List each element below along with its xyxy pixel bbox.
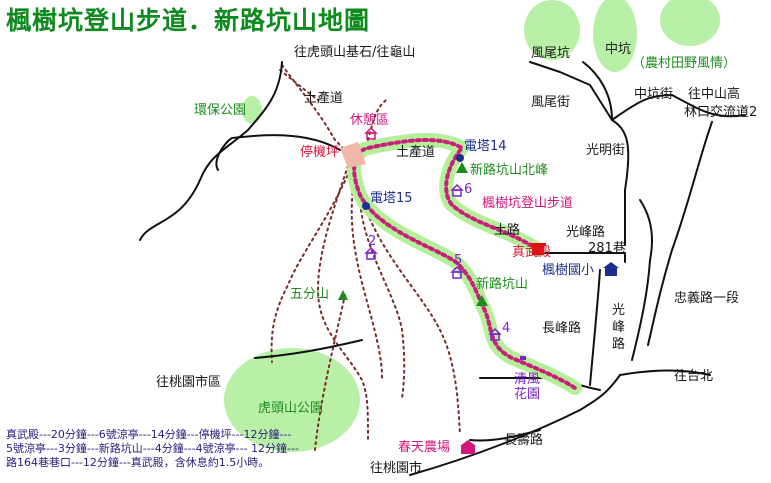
rest-area-icon bbox=[364, 126, 378, 140]
green-area-hutoushan-park bbox=[224, 348, 360, 452]
label-tower14: 電塔14 bbox=[464, 139, 507, 154]
map-title: 楓樹坑登山步道．新路坑山地圖 bbox=[6, 6, 371, 35]
route-time-line: 真武殿---20分鐘---6號涼亭---14分鐘---停機坪---12分鐘--- bbox=[6, 428, 292, 441]
green-areas bbox=[224, 0, 720, 452]
tower14-marker bbox=[456, 154, 464, 162]
label-tower15: 電塔15 bbox=[370, 191, 413, 206]
label-pavilion-2: 2 bbox=[368, 234, 377, 249]
label-guangfeng-rd: 光峰路 bbox=[566, 225, 606, 240]
green-area-zhongkeng-lower bbox=[660, 0, 720, 46]
label-zhongyi-rd: 忠義路一段 bbox=[674, 291, 740, 306]
north-peak-marker bbox=[456, 162, 468, 173]
qingfeng-garden-marker bbox=[520, 356, 526, 360]
label-fengwei-st: 風尾街 bbox=[531, 95, 571, 110]
road-guangfeng-vertical bbox=[589, 269, 601, 386]
pavilion-5-icon bbox=[450, 265, 464, 279]
road-zhongkeng-east bbox=[611, 119, 630, 246]
label-pavilion-6: 6 bbox=[464, 182, 473, 197]
xinlukeng-peak-marker bbox=[476, 295, 488, 306]
road-zhongkeng bbox=[582, 61, 613, 121]
green-area-zhongkeng bbox=[593, 0, 637, 72]
label-pavilion-4: 4 bbox=[502, 321, 511, 336]
route-time-note: 真武殿---20分鐘---6號涼亭---14分鐘---停機坪---12分鐘---… bbox=[6, 428, 376, 470]
label-changfeng-rd: 長峰路 bbox=[542, 321, 582, 336]
label-parking: 停機坪 bbox=[300, 145, 340, 160]
green-area-eco-park bbox=[242, 96, 262, 124]
pavilion-2-icon bbox=[364, 246, 378, 260]
label-industrial-road-2: 土產道 bbox=[396, 145, 436, 160]
label-wufenshan: 五分山 bbox=[290, 287, 330, 302]
label-guangming-st: 光明街 bbox=[586, 143, 626, 158]
label-zhenwu: 真武殿 bbox=[512, 245, 552, 260]
label-industrial-road-1: 土產道 bbox=[304, 91, 344, 106]
label-fengwei-pit: 風尾坑 bbox=[531, 46, 571, 61]
label-hutou-park: 虎頭山公園 bbox=[258, 401, 324, 416]
road-zhongyi bbox=[647, 121, 713, 346]
road-industrial bbox=[215, 134, 341, 171]
zhenwu-temple-icon bbox=[530, 243, 546, 255]
pavilion-4-icon bbox=[488, 327, 502, 341]
label-zhongkeng: 中坑 bbox=[605, 42, 632, 57]
label-qingfeng-1: 清風 bbox=[514, 372, 541, 387]
green-area-fengweikeng bbox=[524, 0, 580, 60]
label-eco-park: 環保公園 bbox=[194, 103, 247, 118]
pavilion-6-icon bbox=[450, 183, 464, 197]
road-to-taipei bbox=[619, 369, 711, 376]
label-guangfeng-vertical: 光峰路 bbox=[612, 303, 626, 352]
road-to-taoyuan-district bbox=[254, 339, 363, 359]
road-guangming bbox=[611, 94, 673, 121]
label-dirt-road: 土路 bbox=[494, 223, 521, 238]
road-west-mountain bbox=[139, 61, 283, 241]
hiking-route bbox=[347, 133, 582, 395]
road-guangfeng bbox=[631, 199, 653, 361]
route-time-line: 5號涼亭---3分鐘---新路坑山---4分鐘---4號涼亭--- 12分鐘--… bbox=[6, 442, 299, 455]
route-line bbox=[352, 138, 577, 390]
label-qingfeng-2: 花園 bbox=[514, 387, 541, 402]
road-lane281 bbox=[539, 252, 626, 263]
label-farm-scenery: （農村田野風情） bbox=[632, 56, 737, 71]
label-maple-trail: 楓樹坑登山步道 bbox=[482, 196, 574, 211]
label-north-peak: 新路坑山北峰 bbox=[470, 163, 549, 178]
road-main-trunk bbox=[409, 374, 621, 476]
road-changshou bbox=[469, 429, 541, 442]
label-to-taoyuan-district: 往桃園市區 bbox=[156, 375, 222, 390]
roads bbox=[139, 61, 746, 476]
label-spring-farm: 春天農場 bbox=[398, 440, 451, 455]
wufenshan-peak-marker bbox=[338, 290, 348, 300]
route-time-line: 路164巷巷口---12分鐘---真武殿，含休息約1.5小時。 bbox=[6, 456, 270, 469]
label-changshou-rd: 長壽路 bbox=[504, 433, 544, 448]
tower15-marker bbox=[362, 202, 370, 210]
label-pavilion-5: 5 bbox=[454, 253, 463, 268]
label-to-freeway-1: 往中山高 bbox=[688, 87, 741, 102]
dotted-trails bbox=[270, 64, 461, 451]
label-rest-area: 休憩區 bbox=[350, 113, 390, 128]
label-zhongkeng-st: 中坑街 bbox=[634, 87, 674, 102]
road-fengwei bbox=[529, 61, 613, 121]
parking-pad bbox=[340, 142, 366, 168]
label-xinlukeng: 新路坑山 bbox=[476, 277, 529, 292]
spring-farm-icon bbox=[460, 440, 476, 454]
label-to-hutoushan: 往虎頭山基石/往龜山 bbox=[294, 45, 416, 60]
road-freeway-link bbox=[671, 94, 746, 118]
school-icon bbox=[603, 262, 619, 276]
label-to-taipei: 往台北 bbox=[674, 369, 714, 384]
pavilion-icons bbox=[364, 183, 502, 341]
label-maple-school: 楓樹國小 bbox=[542, 263, 595, 278]
label-to-taoyuan-city: 往桃園市 bbox=[370, 461, 423, 476]
label-lane281: 281巷 bbox=[588, 241, 626, 256]
label-to-freeway-2: 林口交流道2 bbox=[684, 105, 758, 120]
